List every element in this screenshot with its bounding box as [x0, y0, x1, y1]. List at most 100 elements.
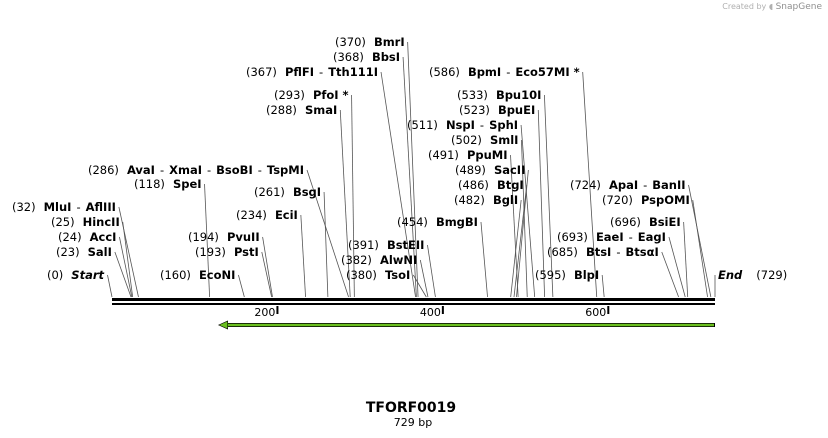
site-position: (489) [455, 163, 486, 177]
site-position: (391) [348, 238, 379, 252]
site-label[interactable]: (25)HincII [51, 215, 120, 229]
site-leader-line [339, 109, 351, 298]
site-name: BtgI [497, 178, 524, 192]
ruler-tick-label: 200 [254, 306, 275, 319]
site-label[interactable]: (502)SmlI [451, 133, 518, 147]
site-label[interactable]: (293)PfoI * [274, 88, 349, 102]
site-name: BpuEI [498, 103, 535, 117]
site-label[interactable]: (261)BsgI [254, 185, 321, 199]
sequence-name: TFORF0019 [366, 400, 456, 416]
site-name: BtsI [586, 245, 611, 259]
site-name: BglI [493, 193, 518, 207]
site-position: (486) [458, 178, 489, 192]
site-label[interactable]: End (729) [718, 268, 787, 282]
site-label[interactable]: (370)BmrI [335, 35, 405, 49]
feature-arrow-head[interactable] [217, 320, 229, 330]
site-leader-line [521, 139, 528, 298]
site-name: EaeI [596, 230, 624, 244]
ruler-tick [607, 306, 610, 314]
site-label[interactable]: (0)Start [47, 268, 105, 282]
site-label[interactable]: (491)PpuMI [428, 148, 508, 162]
site-separator: - [629, 230, 633, 244]
site-label[interactable]: (595)BlpI [535, 268, 599, 282]
site-name: AvaI [127, 163, 155, 177]
site-leader-line [582, 71, 598, 298]
site-name: SmaI [305, 103, 337, 117]
site-name: Bpu10I [496, 88, 541, 102]
site-label[interactable]: (234)EciI [236, 208, 298, 222]
site-label[interactable]: (367)PflFI-Tth111I [246, 65, 378, 79]
site-leader-line [688, 184, 712, 298]
site-leader-line [118, 206, 139, 298]
site-label[interactable]: (368)BbsI [333, 50, 400, 64]
site-leader-line [351, 94, 355, 298]
site-leader-line [323, 191, 329, 298]
site-separator: - [643, 178, 647, 192]
site-name: PvuII [227, 230, 260, 244]
site-name: PstI [234, 245, 259, 259]
site-position: (194) [188, 230, 219, 244]
site-name: XmaI [169, 163, 202, 177]
site-position: (720) [602, 193, 633, 207]
site-position: (160) [160, 268, 191, 282]
site-leader-line [427, 244, 436, 298]
credit-prefix: Created by [722, 2, 767, 11]
ruler-tick-label: 600 [585, 306, 606, 319]
site-separator: - [207, 163, 211, 177]
site-label[interactable]: (586)BpmI-Eco57MI * [429, 65, 580, 79]
site-label[interactable]: (724)ApaI-BanII [570, 178, 686, 192]
site-label[interactable]: (288)SmaI [266, 103, 337, 117]
site-name: BanII [652, 178, 685, 192]
site-label[interactable]: (194) PvuII [188, 230, 260, 244]
site-label[interactable]: (382)AlwNI [341, 253, 417, 267]
site-position: (193) [195, 245, 226, 259]
site-name: PfoI * [313, 88, 349, 102]
site-name: End [718, 268, 743, 282]
site-separator: - [616, 245, 620, 259]
site-leader-line [510, 154, 519, 298]
site-label[interactable]: (118)SpeI [134, 177, 202, 191]
site-label[interactable]: (286)AvaI-XmaI-BsoBI-TspMI [88, 163, 304, 177]
site-label[interactable]: (454)BmgBI [397, 215, 478, 229]
site-leader-line [204, 183, 211, 298]
site-label[interactable]: (23)SalI [56, 245, 112, 259]
site-leader-line [412, 274, 427, 298]
site-leader-line [520, 124, 536, 298]
site-label[interactable]: (391)BstEII [348, 238, 424, 252]
site-leader-line [692, 199, 708, 298]
site-name: AccI [90, 230, 117, 244]
site-name: ApaI [609, 178, 638, 192]
site-name: HincII [83, 215, 120, 229]
site-label[interactable]: (32)MluI-AflIII [12, 200, 116, 214]
site-separator: - [319, 65, 323, 79]
site-label[interactable]: (380)TsoI [346, 268, 410, 282]
site-label[interactable]: (511)NspI-SphI [407, 118, 518, 132]
site-label[interactable]: (489)SacII [455, 163, 525, 177]
backbone-bottom-strand [112, 303, 715, 305]
site-label[interactable]: (533)Bpu10I [457, 88, 541, 102]
site-label[interactable]: (24)AccI [58, 230, 116, 244]
site-position: (523) [459, 103, 490, 117]
site-position: (729) [756, 268, 787, 282]
snapgene-logo-icon: ◖ [768, 2, 774, 11]
site-position: (685) [547, 245, 578, 259]
site-label[interactable]: (193) PstI [195, 245, 259, 259]
site-name: BsgI [293, 185, 321, 199]
site-name: BpmI [468, 65, 501, 79]
site-label[interactable]: (693)EaeI-EagI [557, 230, 666, 244]
site-label[interactable]: (523) BpuEI [459, 103, 535, 117]
site-label[interactable]: (482)BglI [454, 193, 518, 207]
site-leader-line [661, 251, 679, 298]
site-label[interactable]: (160)EcoNI [160, 268, 235, 282]
site-label[interactable]: (720)PspOMI [602, 193, 690, 207]
snapgene-credit: Created by ◖ SnapGene [722, 2, 822, 12]
site-name: EagI [638, 230, 666, 244]
site-label[interactable]: (696)BsiEI [610, 215, 681, 229]
site-label[interactable]: (685)BtsI-BtsαI [547, 245, 659, 259]
site-leader-line [300, 214, 306, 298]
site-position: (32) [12, 200, 36, 214]
site-name: EciI [275, 208, 298, 222]
site-label[interactable]: (486) BtgI [458, 178, 524, 192]
